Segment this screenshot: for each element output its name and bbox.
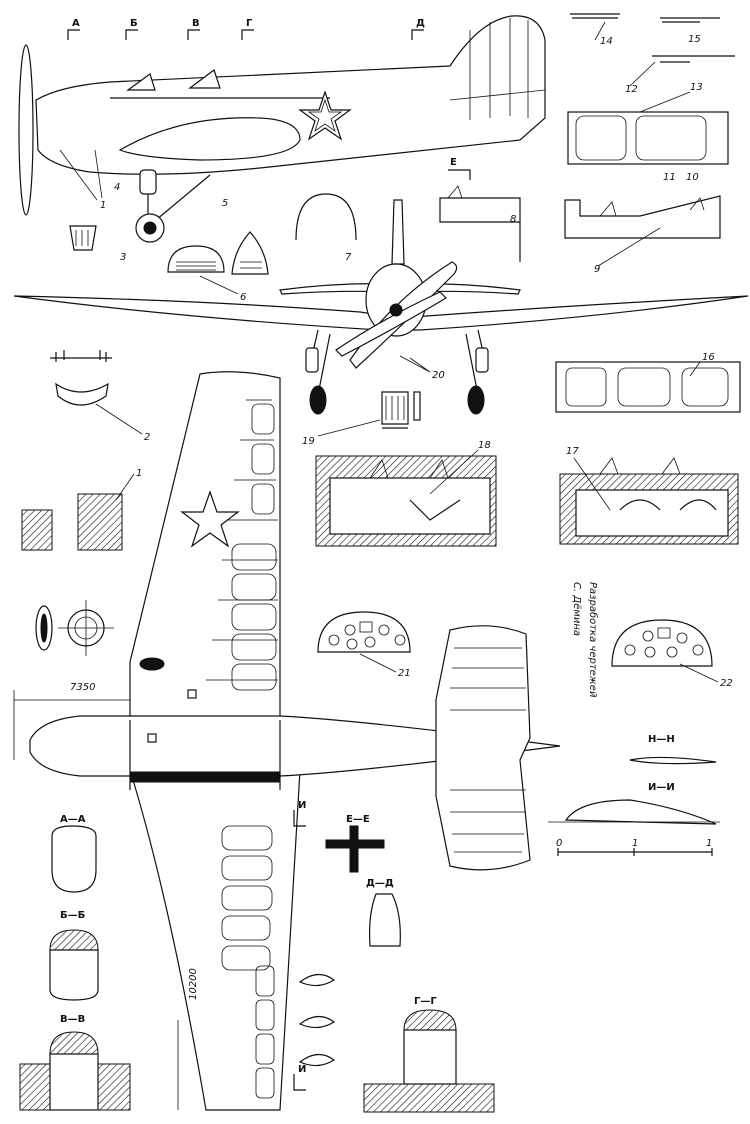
sections-left: А—А Б—Б В—В <box>19 814 131 1111</box>
callout-4: 4 <box>114 182 120 193</box>
scale-two: 1 <box>706 838 712 849</box>
callout-21: 21 <box>398 668 411 679</box>
front-view: 20 19 <box>13 199 749 447</box>
callout-11: 11 <box>663 172 676 183</box>
callout-8: 8 <box>510 214 516 225</box>
part-6 <box>167 245 225 273</box>
plan-fuselage <box>29 715 561 777</box>
section-title-aa: А—А <box>60 814 86 825</box>
section-title-gg: Г—Г <box>414 996 437 1007</box>
plan-tailplane <box>435 625 531 871</box>
propeller-side <box>18 44 34 216</box>
section-mark-d: Д <box>416 18 425 29</box>
callout-20: 20 <box>432 370 445 381</box>
cutaway-18: 18 <box>315 440 497 547</box>
section-title-kk: Н—Н <box>648 734 675 745</box>
section-title-dd: Д—Д <box>366 878 394 889</box>
engine-view-a <box>21 509 53 551</box>
front-wheel-left <box>309 385 327 415</box>
callout-17: 17 <box>566 446 579 457</box>
dimension-span: 10200 <box>188 968 199 1000</box>
canopy-front <box>126 73 156 91</box>
section-mark-i-bottom: И <box>298 1064 306 1075</box>
sections-middle: Е—Е Д—Д Г—Г <box>325 814 495 1113</box>
part-7 <box>295 193 357 241</box>
fuselage-side <box>35 15 546 175</box>
dimension-length: 7350 <box>70 682 95 693</box>
scale-one: 1 <box>632 838 638 849</box>
front-fin <box>391 199 405 265</box>
section-mark-b: Б <box>130 18 138 29</box>
part-3 <box>69 225 97 251</box>
callout-1b: 1 <box>136 468 142 479</box>
plan-view: 7350 10200 И И <box>13 371 561 1111</box>
section-title-vv: В—В <box>60 1014 85 1025</box>
callout-1a: 1 <box>100 200 106 211</box>
credit-line-2: С. Дёмина <box>571 582 582 636</box>
plan-rib-openings-upper <box>231 403 277 691</box>
section-markers-top: А Б В Г Д <box>67 18 425 40</box>
callout-15: 15 <box>688 34 701 45</box>
part-5 <box>231 231 269 275</box>
scale-zero: 0 <box>556 838 562 849</box>
section-title-ii: И—И <box>648 782 675 793</box>
plan-rib-openings-lower <box>221 825 275 1099</box>
section-mark-i-top: И <box>298 800 306 811</box>
engine-view-b <box>77 493 123 551</box>
section-mark-v: В <box>192 18 200 29</box>
callout-19: 19 <box>302 436 315 447</box>
red-star-side <box>298 90 352 141</box>
callout-10: 10 <box>686 172 699 183</box>
callout-6: 6 <box>240 292 246 303</box>
callout-14: 14 <box>600 36 613 47</box>
part-2 <box>55 382 109 406</box>
callout-3: 3 <box>120 252 126 263</box>
detail-parts-left-mid: 2 1 <box>21 350 150 656</box>
callout-13: 13 <box>690 82 703 93</box>
panel-13 <box>567 111 729 165</box>
section-title-ee: Е—Е <box>346 814 370 825</box>
canopy-mid <box>188 69 221 89</box>
callout-7: 7 <box>345 252 352 263</box>
instrument-panel-22: 22 <box>611 619 733 689</box>
callout-16: 16 <box>702 352 715 363</box>
credit: Разработка чертежей С. Дёмина <box>571 582 599 698</box>
section-mark-a: А <box>72 18 80 29</box>
callout-5: 5 <box>222 198 228 209</box>
part-19 <box>381 391 409 425</box>
red-star-wing <box>180 490 240 548</box>
cutaway-17: 17 <box>559 446 739 545</box>
cutaway-16: 16 <box>555 352 741 413</box>
detail-parts-left: 3 6 5 7 <box>69 193 357 303</box>
front-wheel-right <box>467 385 485 415</box>
callout-2: 2 <box>144 432 150 443</box>
callout-18: 18 <box>478 440 491 451</box>
credit-line-1: Разработка чертежей <box>587 582 599 698</box>
front-wing <box>13 295 749 331</box>
callout-12: 12 <box>625 84 638 95</box>
plan-wing-lower <box>129 769 301 1111</box>
part-9 <box>564 195 721 239</box>
callout-9: 9 <box>594 264 600 275</box>
callout-22: 22 <box>720 678 733 689</box>
section-title-bb: Б—Б <box>60 910 85 921</box>
detail-parts-upper-right: 14 15 12 13 11 10 8 Е 9 <box>439 13 735 275</box>
section-mark-g: Г <box>246 18 253 29</box>
instrument-panel-21: 21 <box>317 611 411 679</box>
part-8 <box>439 197 521 223</box>
side-view: А Б В Г Д 1 4 <box>18 15 546 243</box>
airfoil-profiles: Н—Н И—И 0 1 1 <box>548 734 720 856</box>
section-mark-e: Е <box>450 157 457 168</box>
